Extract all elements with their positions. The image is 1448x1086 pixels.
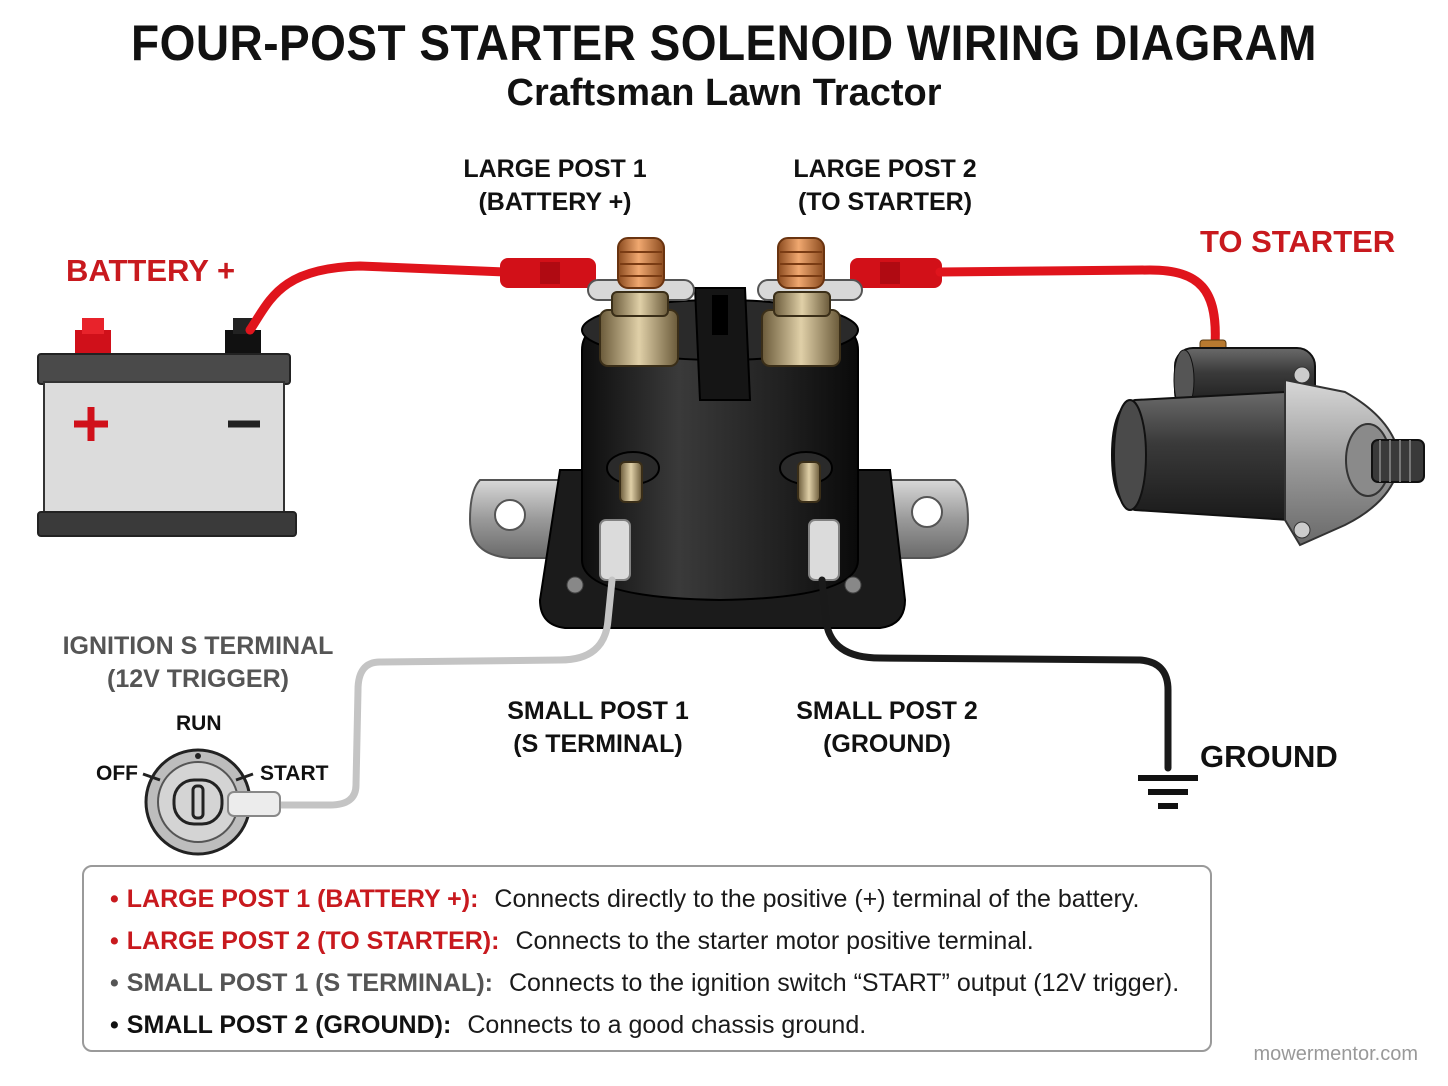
ignition-s-terminal-label: IGNITION S TERMINAL (12V TRIGGER) — [62, 632, 334, 693]
ground-symbol-icon — [1138, 775, 1198, 809]
switch-start-label: START — [260, 762, 329, 785]
legend-desc: Connects to the ignition switch “START” … — [508, 969, 1180, 997]
legend-row-small-post-2: •SMALL POST 2 (GROUND): Connects to a goo… — [110, 1007, 1210, 1049]
start-terminal-connector — [227, 791, 281, 817]
legend-bullet: • — [110, 885, 119, 913]
starter-motor — [1110, 339, 1425, 547]
battery-positive-label: BATTERY + — [66, 253, 236, 288]
ground-label: GROUND — [1200, 739, 1338, 774]
large-post-1-label: LARGE POST 1 (BATTERY +) — [463, 155, 647, 216]
large-post-1-hex-nut — [599, 309, 679, 367]
s-terminal-trigger-wire — [246, 576, 616, 809]
legend-bullet: • — [110, 1011, 119, 1039]
large-post-2-hex-nut — [761, 309, 841, 367]
legend-key: SMALL POST 2 (GROUND): — [126, 1011, 452, 1039]
watermark: mowermentor.com — [1253, 1043, 1419, 1065]
mounting-hole-right — [911, 496, 943, 528]
large-post-2-label: LARGE POST 2 (TO STARTER) — [793, 155, 977, 216]
page-subtitle: Craftsman Lawn Tractor — [506, 72, 942, 114]
battery — [37, 318, 297, 537]
switch-run-label: RUN — [176, 712, 222, 735]
legend-key: SMALL POST 1 (S TERMINAL): — [126, 969, 493, 997]
spade-connector-1 — [599, 519, 631, 581]
legend-key: LARGE POST 2 (TO STARTER): — [126, 927, 500, 955]
post-divider — [693, 287, 752, 401]
switch-off-label: OFF — [96, 762, 138, 785]
ignition-switch — [142, 748, 281, 856]
small-post-2-label: SMALL POST 2 (GROUND) — [796, 697, 978, 758]
battery-positive-wire — [245, 261, 510, 335]
legend-box: •LARGE POST 1 (BATTERY +):Connects direc… — [82, 865, 1212, 1052]
key-slot-icon — [172, 778, 224, 826]
starter-positive-wire — [935, 265, 1220, 350]
small-post-1-stud — [619, 461, 643, 503]
legend-row-small-post-1: •SMALL POST 1 (S TERMINAL): Connects to t… — [110, 965, 1210, 1007]
starter-solenoid — [468, 237, 970, 629]
legend-row-large-post-2: •LARGE POST 2 (TO STARTER): Connects to t… — [110, 923, 1210, 965]
legend-desc: Connects to a good chassis ground. — [467, 1011, 867, 1039]
legend-key: LARGE POST 1 (BATTERY +): — [126, 885, 479, 913]
small-post-1-label: SMALL POST 1 (S TERMINAL) — [507, 697, 689, 758]
mounting-hole-left — [494, 499, 526, 531]
legend-desc: Connects directly to the positive (+) te… — [494, 885, 1140, 913]
spade-connector-2 — [808, 519, 840, 581]
plus-sign-icon — [74, 407, 108, 441]
small-post-2-stud — [797, 461, 821, 503]
ground-wire — [818, 576, 1172, 772]
to-starter-label: TO STARTER — [1200, 224, 1396, 259]
legend-desc: Connects to the starter motor positive t… — [515, 927, 1034, 955]
legend-bullet: • — [110, 927, 119, 955]
page-title: FOUR-POST STARTER SOLENOID WIRING DIAGRA… — [131, 15, 1317, 71]
legend-row-large-post-1: •LARGE POST 1 (BATTERY +): Connects direc… — [110, 881, 1210, 923]
legend-bullet: • — [110, 969, 119, 997]
